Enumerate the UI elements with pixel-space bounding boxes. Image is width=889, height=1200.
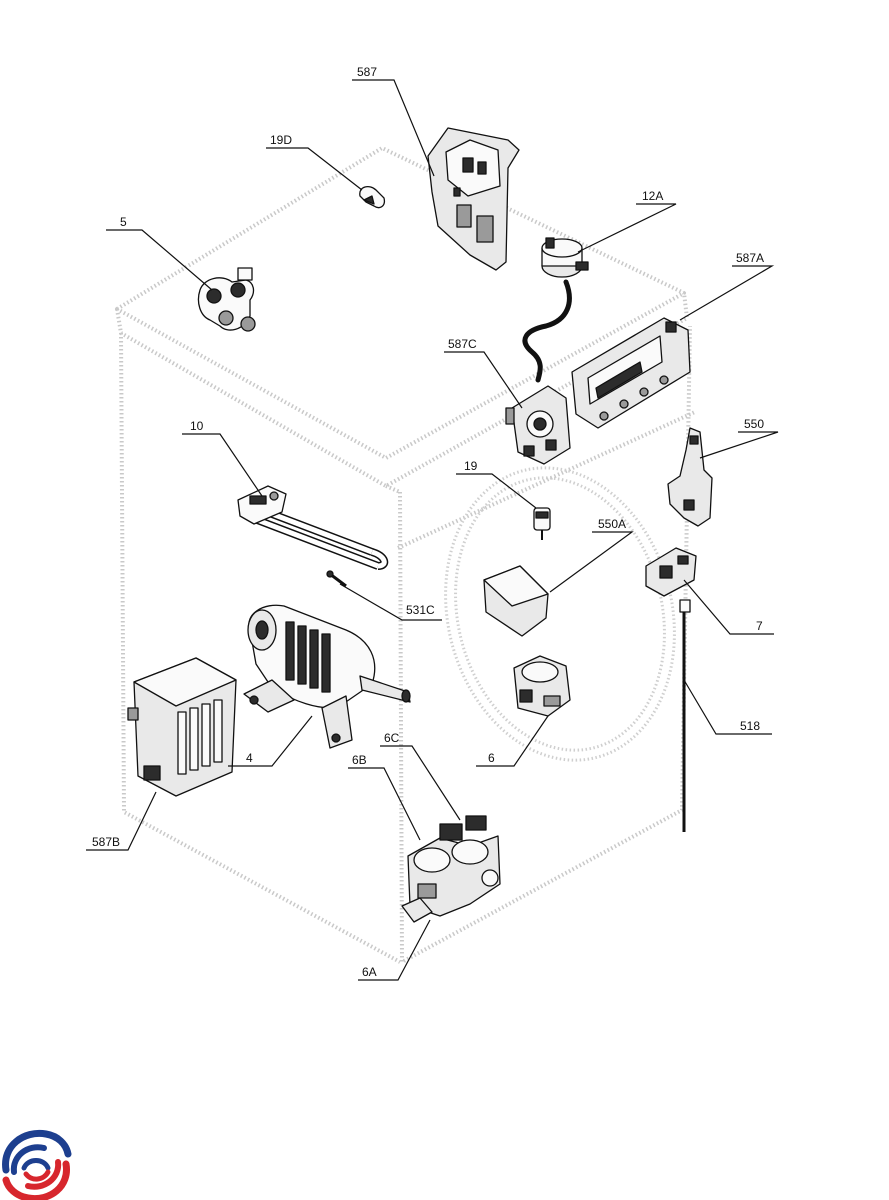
brand-swirl-logo <box>2 1129 72 1200</box>
label-12A: 12A <box>642 189 663 203</box>
label-587B: 587B <box>92 835 120 849</box>
label-6A: 6A <box>362 965 377 979</box>
door-lock-bracket-550 <box>667 427 713 527</box>
label-6B: 6B <box>352 753 367 767</box>
label-550A: 550A <box>598 517 626 531</box>
label-10: 10 <box>190 419 204 433</box>
part-labels: 587 19D 12A 5 587A 587C 10 550 19 550A 5… <box>92 65 764 979</box>
power-module-587B <box>127 657 237 797</box>
label-19D: 19D <box>270 133 292 147</box>
main-control-board-587 <box>427 127 520 271</box>
display-board-587A <box>571 317 691 429</box>
label-5: 5 <box>120 215 127 229</box>
label-4: 4 <box>246 751 253 765</box>
label-587C: 587C <box>448 337 477 351</box>
drain-pump-6 <box>513 655 571 717</box>
selector-board-587C <box>505 385 571 465</box>
seal-clip-19 <box>533 507 551 540</box>
label-518: 518 <box>740 719 760 733</box>
heater-element-10 <box>237 485 389 570</box>
cabinet-outline <box>115 146 696 964</box>
spring-rod-518 <box>679 599 691 832</box>
cover-550A <box>483 565 549 637</box>
door-interlock-7 <box>645 547 697 597</box>
label-19: 19 <box>464 459 478 473</box>
label-531C: 531C <box>406 603 435 617</box>
label-7: 7 <box>756 619 763 633</box>
temperature-sensor-531C <box>326 570 347 588</box>
label-6: 6 <box>488 751 495 765</box>
pump-assembly-6A-6B-6C <box>401 815 501 923</box>
label-587: 587 <box>357 65 377 79</box>
pressure-switch-12A <box>522 237 589 383</box>
label-550: 550 <box>744 417 764 431</box>
label-6C: 6C <box>384 731 400 745</box>
inlet-valve-5 <box>197 267 256 332</box>
motor-4 <box>243 604 411 749</box>
leader-lines <box>86 79 779 981</box>
label-587A: 587A <box>736 251 764 265</box>
clip-19D <box>359 185 386 209</box>
